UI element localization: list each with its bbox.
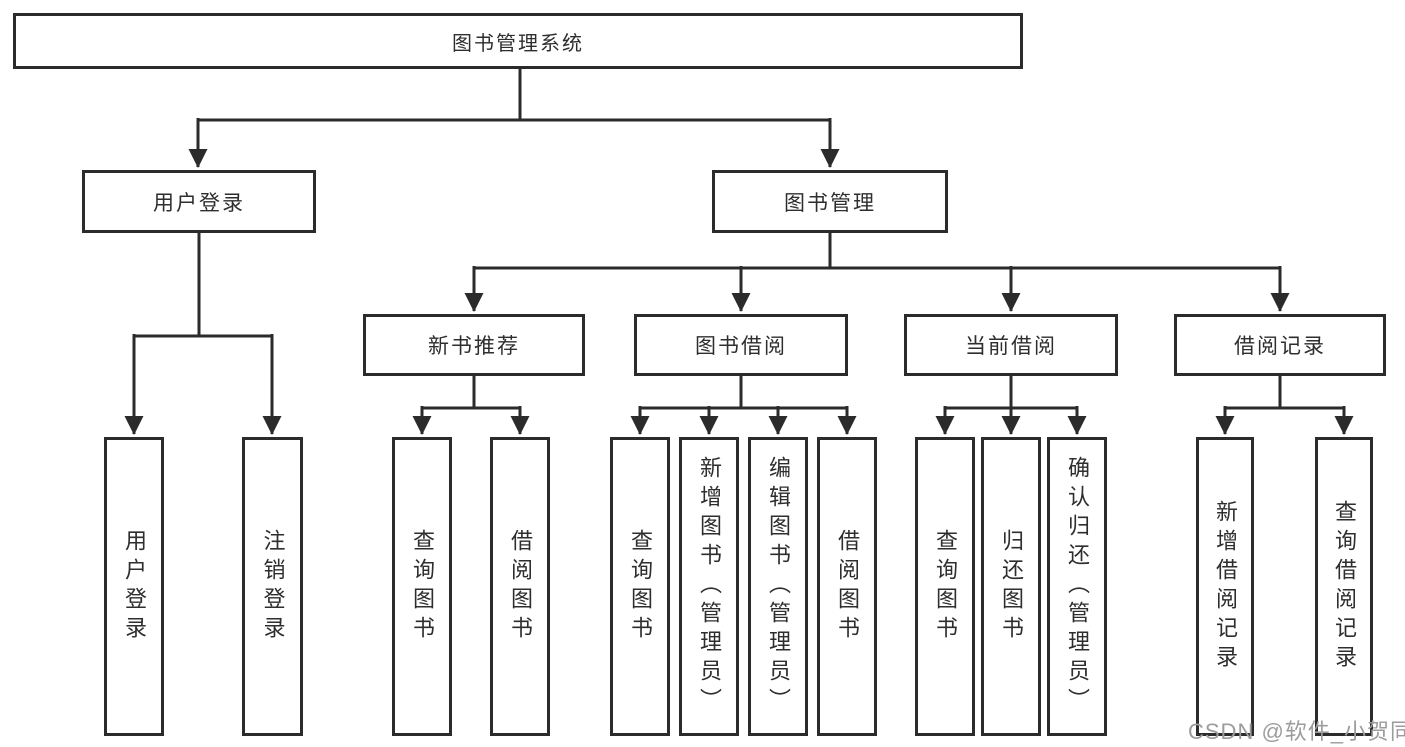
leaf-borrow-add-books-admin-label: 新增图书（管理员） [697,456,722,717]
leaf-user-login: 用户登录 [104,437,164,736]
node-new-book-recommendation: 新书推荐 [363,314,585,376]
leaf-logout-login-label: 注销登录 [260,528,286,645]
leaf-newbook-query-books: 查询图书 [392,437,452,736]
leaf-newbook-borrow-books: 借阅图书 [490,437,550,736]
node-borrowing-records: 借阅记录 [1174,314,1386,376]
leaf-current-return-books-label: 归还图书 [999,528,1024,645]
node-root: 图书管理系统 [13,13,1023,69]
node-current-borrowing: 当前借阅 [904,314,1118,376]
leaf-borrow-add-books-admin: 新增图书（管理员） [679,437,739,736]
watermark: CSDN @软件_小贺同学 [1188,719,1405,744]
leaf-records-query-record: 查询借阅记录 [1315,437,1373,736]
leaf-logout-login: 注销登录 [242,437,303,736]
leaf-borrow-query-books: 查询图书 [610,437,670,736]
leaf-current-confirm-return-admin: 确认归还（管理员） [1047,437,1107,736]
leaf-borrow-borrow-books-label: 借阅图书 [835,528,860,645]
leaf-newbook-query-books-label: 查询图书 [410,528,435,645]
leaf-current-confirm-return-admin-label: 确认归还（管理员） [1065,456,1090,717]
leaf-user-login-label: 用户登录 [122,528,147,645]
node-book-management: 图书管理 [712,170,948,233]
leaf-newbook-borrow-books-label: 借阅图书 [508,528,533,645]
leaf-records-add-record-label: 新增借阅记录 [1213,499,1238,674]
leaf-records-add-record: 新增借阅记录 [1196,437,1254,736]
node-book-borrowing: 图书借阅 [634,314,848,376]
leaf-borrow-edit-books-admin-label: 编辑图书（管理员） [766,456,791,717]
leaf-borrow-query-books-label: 查询图书 [628,528,653,645]
leaf-current-query-books-label: 查询图书 [933,528,958,645]
leaf-borrow-borrow-books: 借阅图书 [817,437,877,736]
leaf-records-query-record-label: 查询借阅记录 [1332,499,1357,674]
leaf-current-query-books: 查询图书 [915,437,975,736]
leaf-current-return-books: 归还图书 [981,437,1041,736]
leaf-borrow-edit-books-admin: 编辑图书（管理员） [748,437,808,736]
node-user-login: 用户登录 [82,170,316,233]
